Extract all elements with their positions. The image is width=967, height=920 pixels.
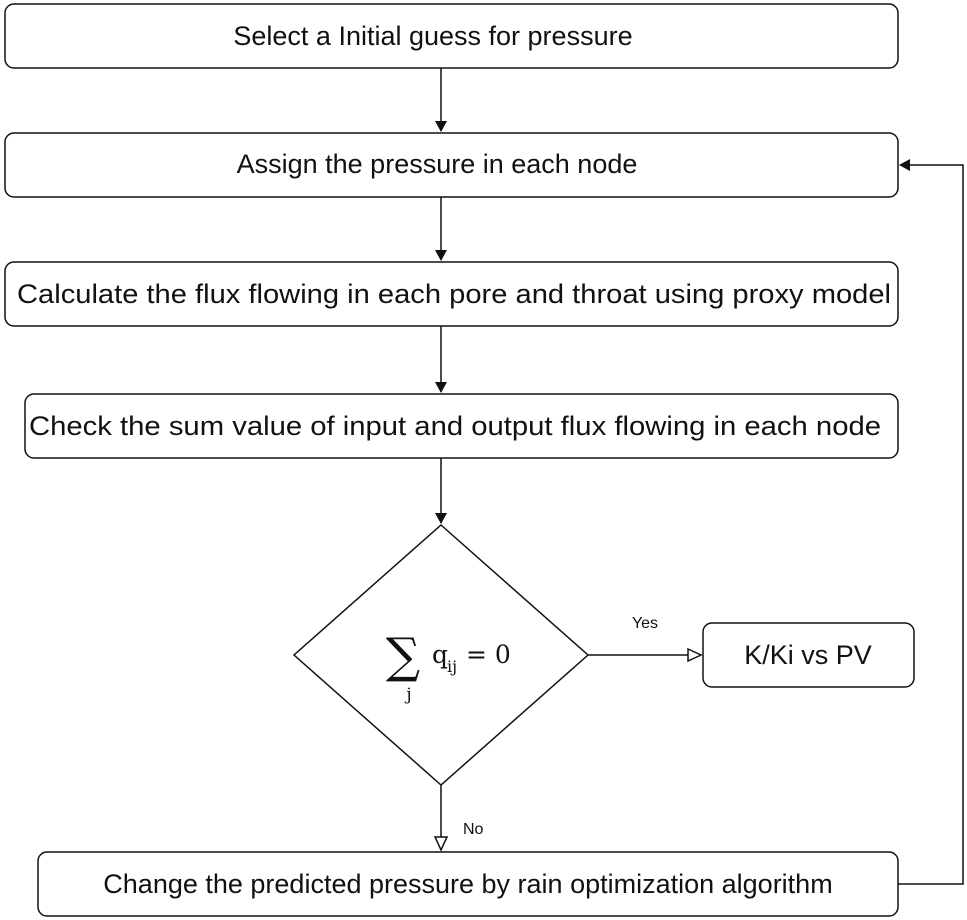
sum-symbol: ∑	[386, 628, 420, 684]
yes-label: Yes	[632, 615, 658, 632]
arrow-feedback-loop	[898, 159, 964, 885]
equals-zero: = 0	[466, 640, 511, 669]
step-check-sum: Check the sum value of input and output …	[24, 393, 899, 459]
step-initial-guess-label: Select a Initial guess for pressure	[233, 21, 632, 51]
sum-index-j: j	[404, 685, 411, 705]
flux-subscript-ij: ij	[447, 657, 457, 676]
decision-diamond: ∑ j q ij = 0	[292, 523, 590, 787]
step-calculate-flux-label: Calculate the flux flowing in each pore …	[17, 279, 891, 309]
step-change-pressure-label: Change the predicted pressure by rain op…	[103, 869, 832, 899]
step-assign-pressure: Assign the pressure in each node	[4, 132, 899, 198]
no-label: No	[463, 821, 484, 838]
result-label: K/Ki vs PV	[744, 640, 872, 670]
step-change-pressure: Change the predicted pressure by rain op…	[37, 851, 899, 917]
step-calculate-flux: Calculate the flux flowing in each pore …	[4, 261, 899, 327]
result-box: K/Ki vs PV	[702, 622, 915, 688]
flux-variable-q: q	[432, 640, 448, 669]
step-initial-guess: Select a Initial guess for pressure	[4, 3, 899, 69]
step-check-sum-label: Check the sum value of input and output …	[29, 411, 881, 441]
step-assign-pressure-label: Assign the pressure in each node	[237, 149, 638, 179]
